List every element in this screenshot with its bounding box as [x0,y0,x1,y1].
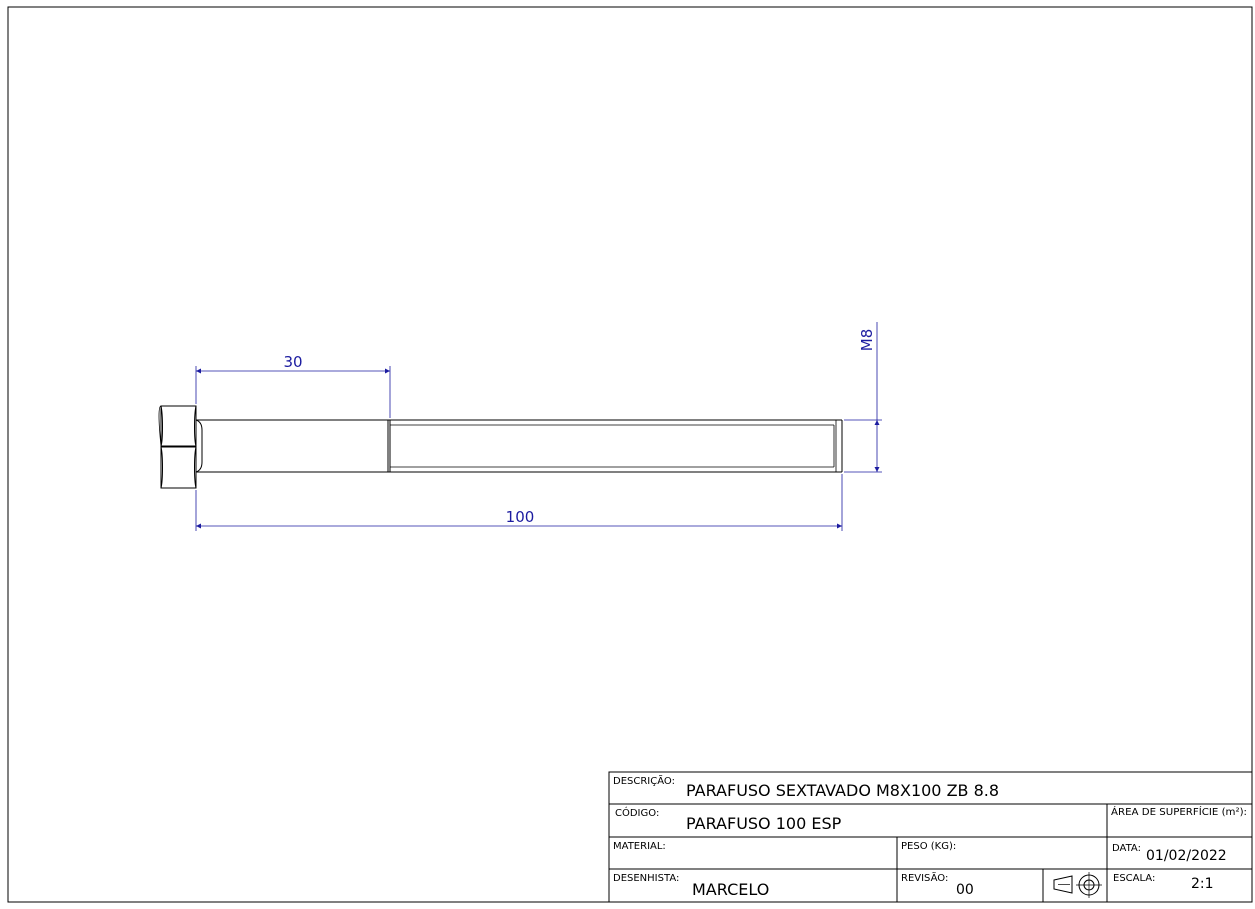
dimension-100: 100 [195,474,843,531]
revisao-label: REVISÃO: [901,871,948,884]
descricao-label: DESCRIÇÃO: [613,774,675,787]
descricao-value: PARAFUSO SEXTAVADO M8X100 ZB 8.8 [686,781,999,800]
material-label: MATERIAL: [613,841,666,852]
bolt-shank [195,419,391,473]
title-block [608,771,1253,903]
bolt-drawing [158,405,843,489]
codigo-value: PARAFUSO 100 ESP [686,814,842,833]
desenhista-value: MARCELO [692,880,769,899]
area-label: ÁREA DE SUPERFÍCIE (m²): [1111,805,1247,818]
first-angle-projection-icon [1053,872,1102,898]
codigo-label: CÓDIGO: [615,806,659,819]
bolt-thread [390,419,843,473]
dimension-30: 30 [195,353,391,418]
data-label: DATA: [1112,843,1141,854]
bolt-head [158,405,197,489]
revisao-value: 00 [956,882,974,898]
dimension-m8-text: M8 [858,329,876,352]
dimension-100-text: 100 [506,508,535,526]
desenhista-label: DESENHISTA: [613,873,679,884]
peso-label: PESO (KG): [901,841,956,852]
dimension-30-text: 30 [283,353,302,371]
data-value: 01/02/2022 [1146,848,1227,864]
dimension-m8: M8 [844,322,882,473]
escala-value: 2:1 [1191,876,1214,892]
escala-label: ESCALA: [1113,873,1155,884]
